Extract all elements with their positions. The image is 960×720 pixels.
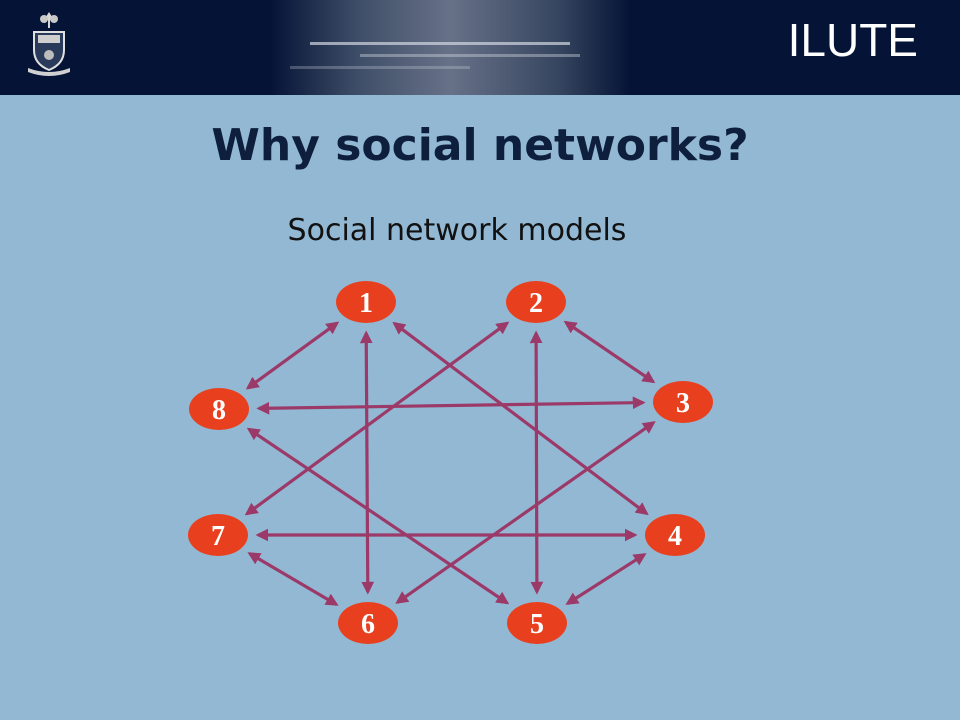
node-8-label: 8 [212, 395, 226, 426]
edge-2-3 [563, 320, 656, 384]
university-crest-icon [28, 12, 70, 76]
node-1-label: 1 [359, 288, 373, 319]
node-3: 3 [653, 381, 713, 423]
network-nodes: 1 2 3 4 5 6 7 8 [188, 281, 713, 644]
header-bar: ILUTE [0, 0, 960, 95]
node-4: 4 [645, 514, 705, 556]
edge-1-6 [359, 330, 375, 595]
node-6: 6 [338, 602, 398, 644]
edge-7-6 [247, 552, 339, 606]
node-8: 8 [189, 388, 249, 430]
network-edges [244, 320, 656, 606]
node-8-shape [189, 388, 249, 430]
node-5-shape [507, 602, 567, 644]
node-2: 2 [506, 281, 566, 323]
node-1: 1 [336, 281, 396, 323]
node-4-shape [645, 514, 705, 556]
node-2-shape [506, 281, 566, 323]
node-7: 7 [188, 514, 248, 556]
header-photo [270, 0, 630, 95]
edge-2-5 [529, 330, 544, 595]
node-1-shape [336, 281, 396, 323]
node-5-label: 5 [530, 609, 544, 640]
edge-4-5 [565, 553, 647, 605]
edge-8-3 [256, 396, 646, 415]
edge-1-8 [245, 321, 340, 390]
node-6-shape [338, 602, 398, 644]
slide-subtitle: Social network models [287, 213, 627, 248]
node-2-label: 2 [529, 288, 543, 319]
node-3-label: 3 [676, 388, 690, 419]
edge-3-6 [395, 421, 656, 604]
node-7-shape [188, 514, 248, 556]
node-3-shape [653, 381, 713, 423]
node-7-label: 7 [211, 521, 225, 552]
edge-2-7 [244, 321, 510, 516]
brand-title: ILUTE [787, 14, 918, 66]
node-5: 5 [507, 602, 567, 644]
node-6-label: 6 [361, 609, 375, 640]
node-4-label: 4 [668, 521, 682, 552]
slide-title: Why social networks? [211, 120, 749, 171]
